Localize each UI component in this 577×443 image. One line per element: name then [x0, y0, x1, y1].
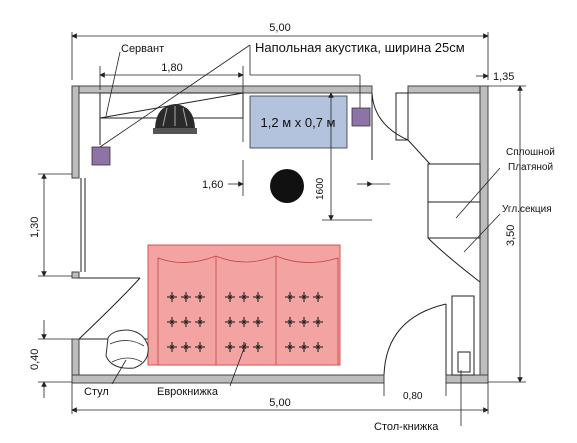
dim-right-height: 3,50 — [488, 85, 526, 383]
wardrobe-label-2: Платяной — [508, 162, 553, 173]
speaker-right — [351, 107, 371, 127]
sofa-label: Еврокнижка — [157, 386, 219, 398]
dim-bottom-small-label: 0,80 — [403, 391, 423, 402]
dim-left-small-label: 0,40 — [29, 349, 41, 370]
desk — [451, 295, 475, 376]
wardrobe-label-1: Сплошной — [506, 147, 555, 158]
walls — [71, 85, 489, 384]
wardrobe — [407, 139, 481, 283]
chair-label: Стул — [84, 386, 109, 398]
table-size-label: 1,2 м х 0,7 м — [261, 115, 336, 130]
dim-top-label: 5,00 — [269, 22, 290, 34]
dim-left-gap: 1,60 — [202, 160, 244, 196]
left-window — [80, 178, 86, 272]
dim-left-height: 1,30 — [29, 173, 72, 277]
speaker-left — [91, 146, 111, 166]
dim-bottom-small: 0,80 — [383, 383, 447, 402]
dim-left-small: 0,40 — [29, 320, 72, 398]
dim-bottom: 5,00 — [71, 383, 489, 414]
round-stool-icon — [270, 169, 304, 203]
sofa — [147, 244, 341, 366]
right-upper-door — [371, 92, 409, 160]
dim-bottom-label: 5,00 — [269, 397, 290, 409]
dim-table-depth: 1600 — [315, 92, 390, 221]
dim-table-depth-label: 1600 — [315, 177, 326, 200]
dim-right-height-label: 3,50 — [505, 225, 517, 246]
dim-servant: 1,80 — [99, 62, 244, 142]
dim-left-height-label: 1,30 — [29, 217, 41, 238]
chair-top-icon — [105, 329, 149, 369]
dim-right-offset: 1,35 — [476, 71, 514, 83]
dim-servant-label: 1,80 — [161, 62, 182, 74]
servant-label: Сервант — [121, 43, 164, 55]
dim-right-offset-label: 1,35 — [493, 71, 514, 83]
left-door — [78, 277, 150, 340]
dim-left-gap-label: 1,60 — [202, 179, 223, 191]
acoustics-label: Напольная акустика, ширина 25см — [255, 40, 465, 55]
ceiling-lamp-icon — [153, 104, 197, 134]
door-swing-icon — [383, 303, 447, 376]
dim-top: 5,00 — [71, 22, 489, 80]
desk-label: Стол-книжка — [374, 421, 439, 433]
corner-label: Угл.секция — [502, 204, 552, 215]
